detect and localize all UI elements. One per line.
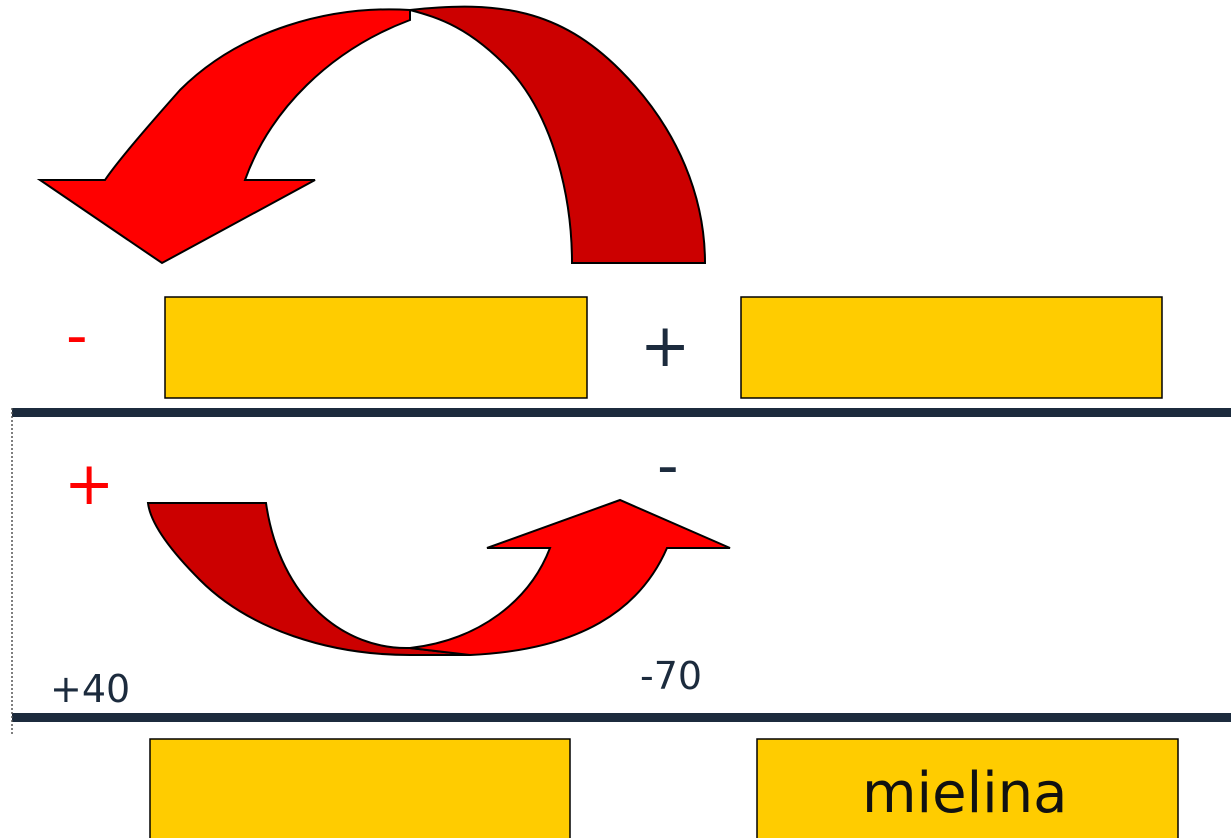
- inner-left-sign: +: [64, 449, 115, 519]
- potential-right-value: -70: [640, 654, 703, 698]
- outer-right-sign: +: [640, 311, 691, 381]
- top-arrow-front: [36, 8, 411, 265]
- box-bottom-right-label: mielina: [862, 761, 1068, 826]
- top-arrow-back: [409, 5, 707, 264]
- membrane-line-bottom: [12, 713, 1231, 722]
- box-bottom-right: [756, 738, 1179, 838]
- membrane-line-top: [12, 408, 1231, 417]
- box-bottom-left: [149, 738, 571, 838]
- outer-left-sign: -: [66, 301, 88, 371]
- bottom-arrow-back: [146, 502, 471, 656]
- box-top-left: [164, 296, 588, 399]
- potential-left-value: +40: [50, 667, 131, 711]
- inner-right-sign: -: [657, 431, 679, 501]
- box-top-right: [740, 296, 1163, 399]
- bottom-arrow-front: [409, 498, 731, 657]
